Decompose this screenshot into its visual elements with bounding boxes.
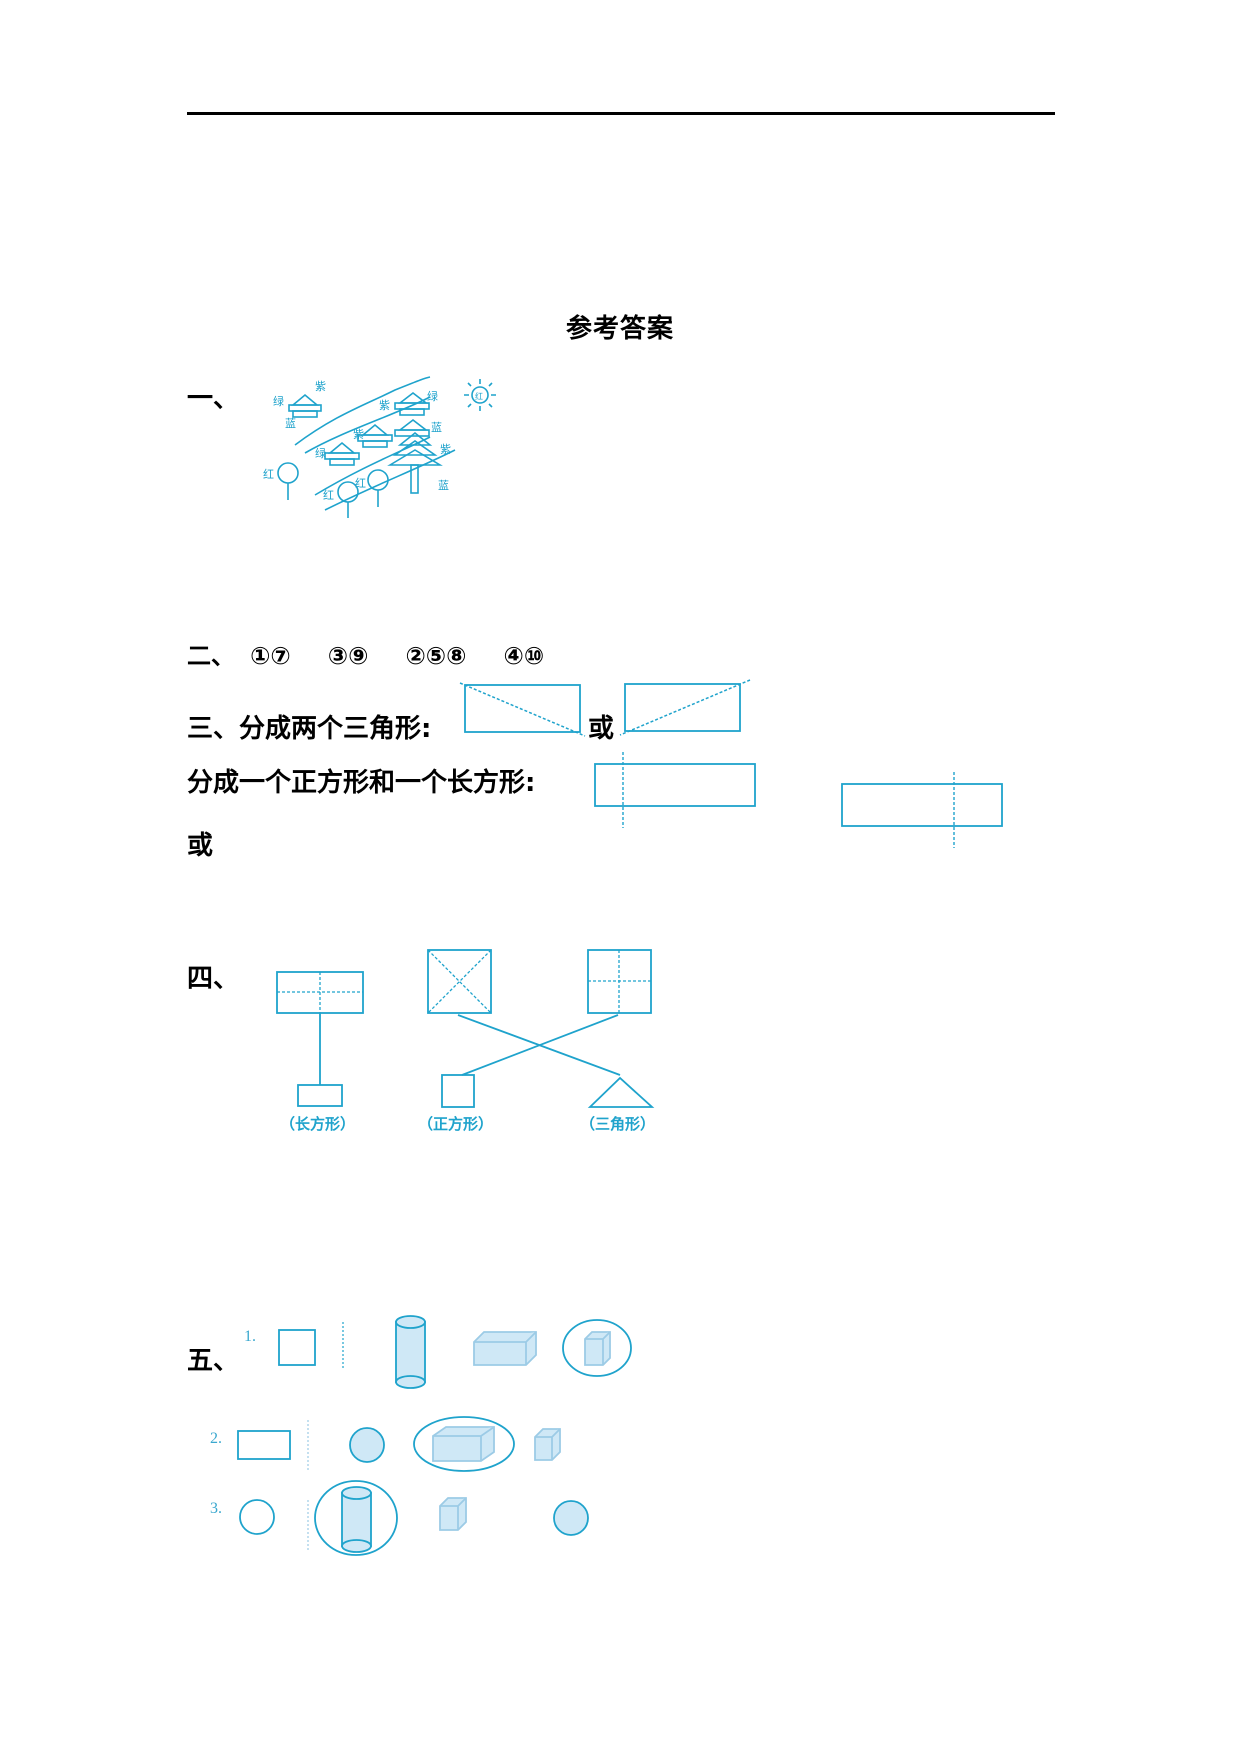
svg-text:紫: 紫: [353, 428, 364, 441]
svg-text:蓝: 蓝: [438, 479, 449, 492]
svg-text:红: 红: [475, 391, 483, 401]
matching-diagram: [276, 949, 655, 1108]
answer-group: ①⑦: [250, 642, 291, 670]
page-title: 参考答案: [565, 314, 674, 344]
svg-text:紫: 紫: [315, 380, 326, 393]
svg-text:绿: 绿: [427, 389, 438, 403]
label-triangle: （三角形）: [580, 1115, 656, 1133]
row-number: 3.: [210, 1500, 222, 1517]
rect-diagonal-2: [619, 679, 751, 736]
section2-heading: 二、: [187, 642, 235, 670]
answer-group: ④⑩: [503, 642, 545, 670]
svg-text:紫: 紫: [379, 399, 390, 412]
svg-text:绿: 绿: [315, 446, 326, 460]
section5-heading: 五、: [187, 1346, 240, 1376]
svg-text:红: 红: [263, 468, 274, 481]
section3-text1: 分成两个三角形:: [239, 714, 432, 744]
answer-group: ③⑨: [327, 642, 369, 670]
label-rectangle: （长方形）: [280, 1115, 356, 1133]
section1-heading: 一、: [187, 384, 240, 414]
or-text-2: 或: [187, 831, 214, 861]
section2-line: 二、 ①⑦ ③⑨ ②⑤⑧ ④⑩: [187, 636, 572, 671]
row-number: 2.: [210, 1430, 222, 1447]
svg-text:绿: 绿: [273, 394, 284, 408]
svg-text:红: 红: [323, 489, 334, 502]
or-text: 或: [588, 714, 615, 744]
svg-text:蓝: 蓝: [285, 417, 296, 430]
section3-line1: 三、分成两个三角形:: [187, 708, 431, 745]
answer-group: ②⑤⑧: [405, 642, 467, 670]
row-number: 1.: [244, 1328, 256, 1345]
section4-heading: 四、: [187, 964, 240, 994]
rect-split-1: [594, 752, 756, 828]
map-drawing: 绿 紫 蓝 紫 绿 蓝 紫 绿 紫 蓝 红 红 红 红: [263, 376, 496, 518]
header-rule: [187, 112, 1055, 115]
svg-text:蓝: 蓝: [431, 421, 442, 434]
rect-diagonal-1: [459, 682, 586, 737]
svg-text:红: 红: [355, 477, 366, 490]
rect-split-2: [841, 772, 1003, 848]
section3-heading: 三、: [187, 714, 240, 744]
solids-diagram: [237, 1315, 632, 1556]
svg-text:紫: 紫: [440, 443, 451, 456]
section3-line2: 分成一个正方形和一个长方形:: [187, 768, 536, 798]
label-square: （正方形）: [418, 1115, 494, 1133]
